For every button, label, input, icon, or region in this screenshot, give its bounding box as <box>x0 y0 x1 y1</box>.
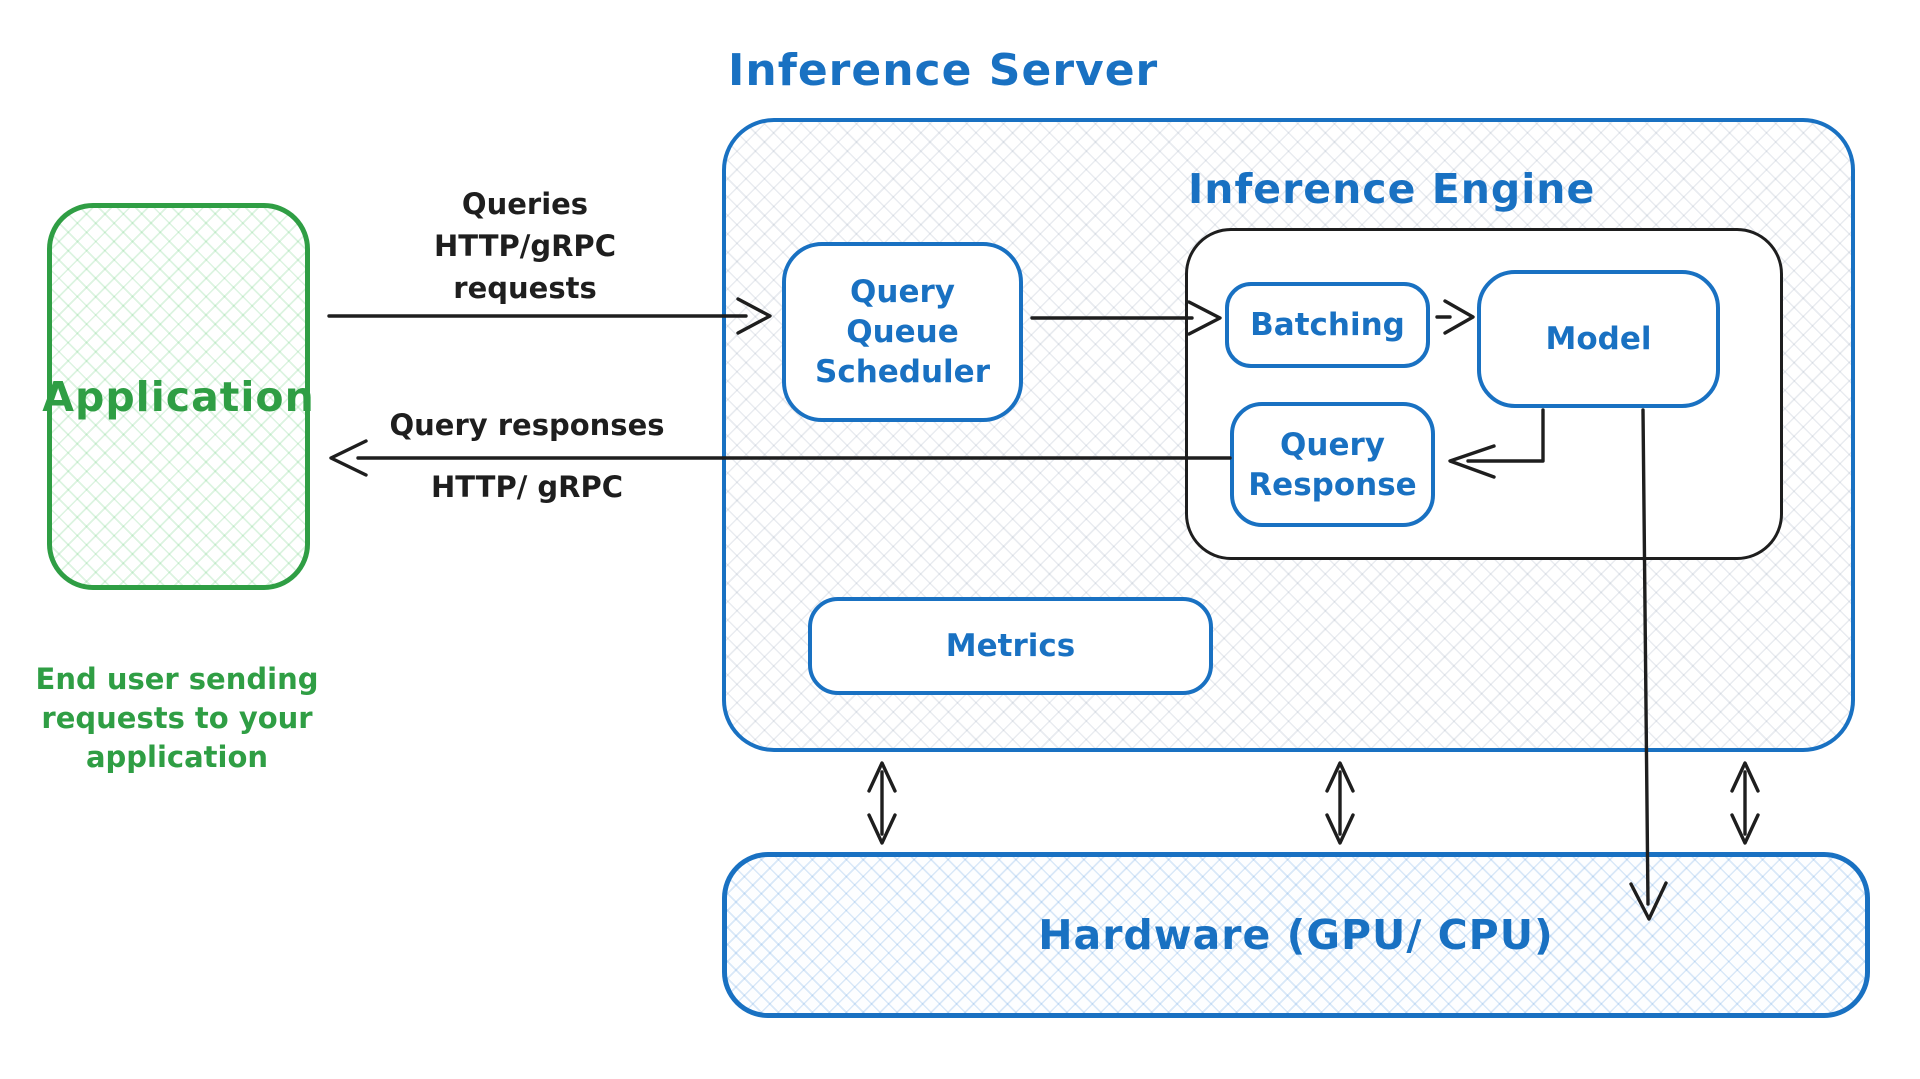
qqs-line: Scheduler <box>815 354 990 390</box>
response-arrow-label-top: Query responses <box>389 408 665 442</box>
application-caption-line: application <box>85 740 269 774</box>
inference-engine-title: Inference Engine <box>1188 165 1596 213</box>
batching-box: Batching <box>1225 282 1430 368</box>
request-arrow-label-line: Queries <box>461 187 589 221</box>
query-response-label: Query Response <box>1248 425 1416 505</box>
batching-label: Batching <box>1250 307 1405 343</box>
request-arrow-label-line: requests <box>453 271 597 305</box>
server-hardware-arrow-middle <box>1325 761 1355 845</box>
model-box: Model <box>1477 270 1720 408</box>
model-label: Model <box>1545 321 1652 357</box>
query-response-box: Query Response <box>1230 402 1435 527</box>
request-arrow-label: Queries HTTP/gRPC requests <box>370 183 680 309</box>
response-arrow-label-bottom: HTTP/ gRPC <box>430 470 624 504</box>
qqs-line: Query <box>850 274 955 310</box>
server-hardware-arrow-right <box>1730 761 1760 845</box>
application-caption-line: requests to your <box>41 701 313 735</box>
metrics-box: Metrics <box>808 597 1213 695</box>
query-response-line: Query <box>1280 426 1385 463</box>
query-queue-scheduler-label: Query Queue Scheduler <box>815 272 990 392</box>
hardware-box: Hardware (GPU/ CPU) <box>722 852 1870 1018</box>
metrics-label: Metrics <box>945 628 1076 664</box>
server-hardware-arrow-left <box>867 761 897 845</box>
application-box: Application <box>42 203 314 590</box>
application-caption: End user sending requests to your applic… <box>12 660 342 777</box>
inference-server-title: Inference Server <box>728 45 1159 96</box>
query-queue-scheduler-box: Query Queue Scheduler <box>782 242 1023 422</box>
qqs-line: Queue <box>846 314 959 350</box>
application-caption-line: End user sending <box>35 662 319 696</box>
request-arrow-label-line: HTTP/gRPC <box>434 229 616 263</box>
query-response-line: Response <box>1248 466 1417 503</box>
hardware-label: Hardware (GPU/ CPU) <box>1038 911 1554 959</box>
application-label: Application <box>42 372 315 421</box>
